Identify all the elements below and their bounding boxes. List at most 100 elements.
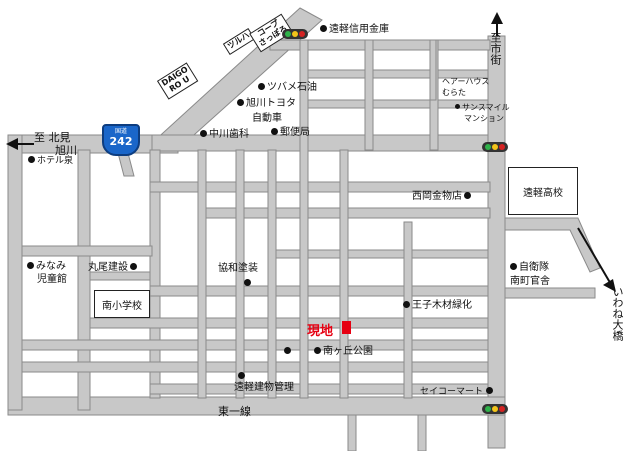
landmark-nishioka[interactable]: 西岡金物店: [412, 191, 473, 202]
landmark-maruo[interactable]: 丸尾建設: [88, 262, 139, 273]
landmark-text: ヘアーハウス: [442, 77, 490, 86]
engaru-high-school-label: 遠軽高校: [523, 187, 563, 199]
landmark-post[interactable]: 郵便局: [271, 127, 310, 138]
landmark-dot: [200, 129, 207, 137]
road-badge-stub: [117, 152, 135, 177]
stub-bottom-1: [347, 414, 357, 451]
landmark-nakagawa[interactable]: 中川歯科: [200, 129, 249, 140]
signal-light-red: [499, 406, 506, 412]
street-340: [21, 339, 489, 351]
landmark-jidokan-line2: 児童館: [37, 275, 67, 285]
direction-southeast-label: いわね大橋: [611, 286, 624, 341]
landmark-minamigaoka[interactable]: 南ヶ丘公園: [314, 346, 373, 357]
road-east-lower: [504, 287, 596, 299]
traffic-signal-south: [482, 404, 508, 414]
street-v198: [197, 149, 207, 399]
landmark-asahikawa-toyota[interactable]: 旭川トヨタ: [237, 98, 296, 109]
landmark-oji[interactable]: 王子木材緑化: [403, 300, 472, 311]
signal-light-yellow: [491, 144, 498, 150]
street-v236: [235, 149, 245, 399]
landmark-text: セイコーマート: [420, 387, 484, 397]
signal-light-yellow: [491, 406, 498, 412]
landmark-hotel[interactable]: ホテル泉: [28, 156, 74, 166]
stub-bottom-2: [417, 414, 427, 451]
landmark-kyowa[interactable]: 協和塗装: [218, 264, 258, 274]
street-v340: [339, 149, 349, 399]
direction-north-label: 至市街: [489, 32, 502, 65]
landmark-murata: むらた: [442, 89, 466, 97]
traffic-signal-north: [282, 29, 308, 39]
street-182: [149, 181, 491, 193]
landmark-dot: [27, 261, 34, 269]
landmark-text: 南ヶ丘公園: [323, 346, 373, 357]
landmark-dot-kenbutsu: [238, 372, 245, 379]
landmark-text: 中川歯科: [209, 129, 249, 140]
landmark-engaru-shinkin[interactable]: 遠軽信用金庫: [320, 24, 389, 35]
landmark-text: むらた: [442, 88, 466, 97]
landmark-text: みなみ: [36, 261, 66, 272]
landmark-jieitai[interactable]: 自衛隊: [510, 262, 549, 273]
site-marker[interactable]: [342, 321, 351, 334]
landmark-text: 遠軽建物管理: [234, 382, 294, 393]
landmark-dot: [130, 262, 137, 270]
arrow-southeast-shaft: [577, 227, 613, 287]
kyowa-dot: [244, 279, 251, 286]
landmark-dot: [28, 156, 35, 163]
landmark-dot: [486, 387, 494, 394]
direction-west-label: 至 北見: [34, 132, 71, 143]
landmark-dot: [403, 300, 410, 308]
landmark-dot: [455, 104, 460, 109]
landmark-text: 自衛隊: [519, 262, 549, 273]
arrow-north: [491, 12, 503, 24]
landmark-dot: [314, 346, 321, 354]
landmark-dot: [271, 127, 278, 135]
landmark-text: 王子木材緑化: [412, 300, 472, 311]
landmark-text: 児童館: [37, 274, 67, 285]
street-272: [89, 271, 151, 281]
landmark-engaru-kenbutsu[interactable]: 遠軽建物管理: [234, 383, 294, 393]
route-badge-top: 国道: [114, 128, 127, 135]
route-242-badge: 国道 242: [102, 124, 140, 156]
signal-light-green: [484, 144, 491, 150]
landmark-text: 旭川トヨタ: [246, 98, 296, 109]
street-v365: [364, 39, 374, 151]
landmark-text: 郵便局: [280, 127, 310, 138]
street-v404: [403, 221, 413, 399]
south-road-label: 東一線: [218, 405, 251, 418]
landmark-dot: [320, 24, 327, 32]
landmark-minami-jidokan[interactable]: みなみ: [27, 261, 66, 272]
landmark-dot: [237, 98, 244, 106]
landmark-text: 西岡金物店: [412, 191, 462, 202]
signal-light-green: [484, 406, 491, 412]
landmark-jidosha: 自動車: [252, 114, 282, 124]
road-left-edge: [7, 134, 23, 411]
landmark-hair[interactable]: ヘアーハウス: [442, 78, 489, 86]
street-318: [89, 317, 489, 329]
street-v300: [299, 39, 309, 399]
minami-school-box[interactable]: 南小学校: [94, 290, 150, 318]
landmark-seicomart[interactable]: セイコーマート: [420, 387, 495, 397]
landmark-sunsmile[interactable]: サンスマイル: [455, 104, 510, 112]
landmark-text: 遠軽信用金庫: [329, 24, 389, 35]
arrow-west: [6, 138, 18, 150]
engaru-high-school-box[interactable]: 遠軽高校: [508, 167, 578, 215]
street-v268: [267, 149, 277, 399]
street-362: [21, 361, 489, 373]
direction-west-line1: 至 北見: [34, 131, 71, 144]
traffic-signal-east: [482, 142, 508, 152]
direction-west-line2: 旭川: [55, 144, 77, 157]
landmark-text: 協和塗装: [218, 263, 258, 274]
arrow-southeast: [603, 279, 616, 292]
landmark-text: 南町官舎: [510, 276, 550, 287]
route-badge-number: 242: [109, 135, 133, 148]
street-v430b: [429, 39, 437, 101]
signal-light-red: [299, 31, 306, 37]
site-label[interactable]: 現地: [307, 324, 334, 339]
street-246: [21, 245, 153, 257]
direction-west-line2-wrap: 旭川: [55, 145, 77, 156]
landmark-text: ホテル泉: [37, 156, 74, 166]
landmark-tsubame[interactable]: ツバメ石油: [258, 82, 317, 93]
landmark-jieitai-line2: 南町官舎: [510, 277, 550, 287]
